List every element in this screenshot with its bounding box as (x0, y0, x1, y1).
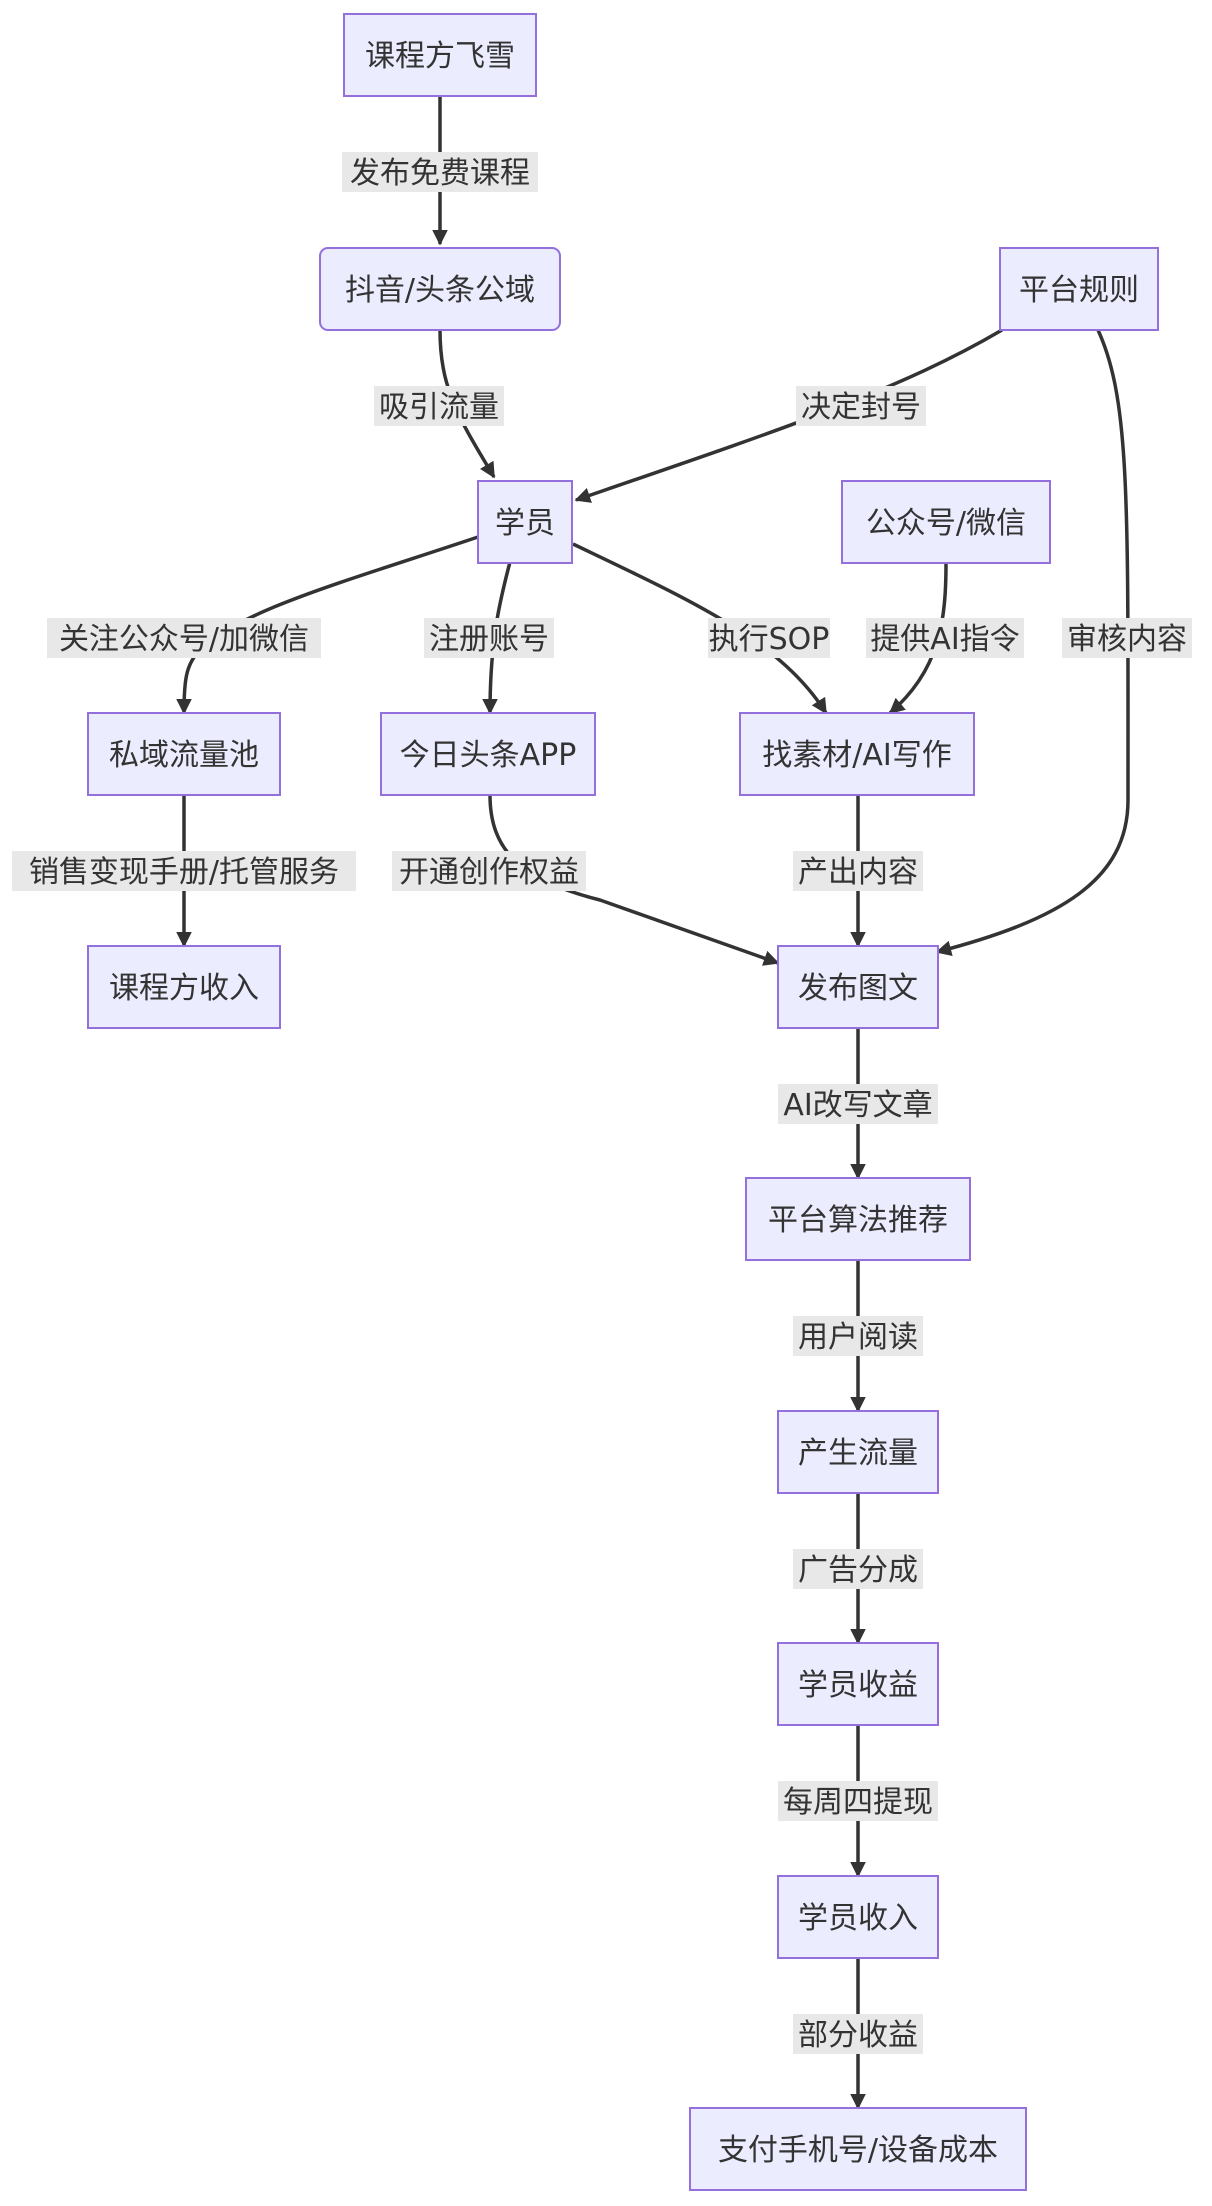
node-student-earnings: 学员收益 (777, 1642, 939, 1726)
edge-label-text: 执行SOP (709, 622, 830, 657)
node-platform-rules: 平台规则 (999, 247, 1159, 331)
edge-label: 注册账号 (424, 618, 554, 658)
edge-label-text: 销售变现手册/托管服务 (29, 855, 339, 890)
edge-label: AI改写文章 (778, 1084, 938, 1124)
edge-label: 吸引流量 (374, 386, 504, 426)
node-label: 找素材/AI写作 (762, 738, 951, 773)
edge-label-text: 用户阅读 (798, 1320, 918, 1355)
node-label: 今日头条APP (400, 738, 577, 773)
edge-label: 开通创作权益 (392, 851, 586, 891)
node-pay-cost: 支付手机号/设备成本 (689, 2107, 1027, 2191)
edge-label: 发布免费课程 (342, 152, 538, 192)
edge-label: 销售变现手册/托管服务 (12, 851, 356, 891)
edge-label-text: 吸引流量 (379, 390, 499, 425)
edge-label: 用户阅读 (793, 1316, 923, 1356)
edge-label: 每周四提现 (778, 1781, 938, 1821)
node-label: 支付手机号/设备成本 (718, 2133, 998, 2168)
edge-label-text: 广告分成 (798, 1553, 918, 1588)
edge-label: 部分收益 (793, 2014, 923, 2054)
edge-label-text: 审核内容 (1067, 622, 1187, 657)
node-toutiao-app: 今日头条APP (380, 712, 596, 796)
edge-label: 决定封号 (796, 386, 926, 426)
edge-label-text: AI改写文章 (783, 1088, 932, 1123)
node-student: 学员 (477, 480, 573, 564)
node-label: 产生流量 (798, 1436, 918, 1471)
node-label: 抖音/头条公域 (345, 273, 535, 308)
edge-label-text: 部分收益 (798, 2018, 918, 2053)
node-label: 公众号/微信 (866, 506, 1026, 541)
node-label: 平台算法推荐 (768, 1203, 948, 1238)
node-algorithm: 平台算法推荐 (745, 1177, 971, 1261)
edge-label-text: 注册账号 (429, 622, 549, 657)
edge-label-text: 决定封号 (801, 390, 921, 425)
edge-label-text: 发布免费课程 (350, 156, 530, 191)
edge-label: 广告分成 (793, 1549, 923, 1589)
edge-label: 审核内容 (1062, 618, 1192, 658)
edge-label: 执行SOP (708, 618, 830, 658)
node-publish: 发布图文 (777, 945, 939, 1029)
edge-label-text: 关注公众号/加微信 (59, 622, 309, 657)
edge-label: 提供AI指令 (866, 618, 1024, 658)
node-label: 发布图文 (798, 971, 918, 1006)
edge-rules-to-student (574, 328, 1003, 503)
node-label: 课程方收入 (109, 971, 259, 1006)
node-traffic: 产生流量 (777, 1410, 939, 1494)
node-label: 学员收入 (798, 1901, 918, 1936)
node-private-pool: 私域流量池 (87, 712, 281, 796)
node-label: 学员 (495, 506, 555, 541)
node-gongzhonghao: 公众号/微信 (841, 480, 1051, 564)
node-label: 平台规则 (1019, 273, 1139, 308)
node-find-material: 找素材/AI写作 (739, 712, 975, 796)
edge-label: 产出内容 (793, 851, 923, 891)
node-douyin: 抖音/头条公域 (319, 247, 561, 331)
node-student-income: 学员收入 (777, 1875, 939, 1959)
node-label: 学员收益 (798, 1668, 918, 1703)
edge-label-text: 每周四提现 (783, 1785, 933, 1820)
edge-label-text: 产出内容 (798, 855, 918, 890)
edge-label-text: 提供AI指令 (870, 622, 1019, 657)
edge-label: 关注公众号/加微信 (47, 618, 321, 658)
node-label: 课程方飞雪 (365, 39, 515, 74)
node-course-income: 课程方收入 (87, 945, 281, 1029)
node-feixue: 课程方飞雪 (343, 13, 537, 97)
edge-rules-to-publish (935, 329, 1130, 957)
node-label: 私域流量池 (109, 738, 259, 773)
edge-label-text: 开通创作权益 (399, 855, 579, 890)
